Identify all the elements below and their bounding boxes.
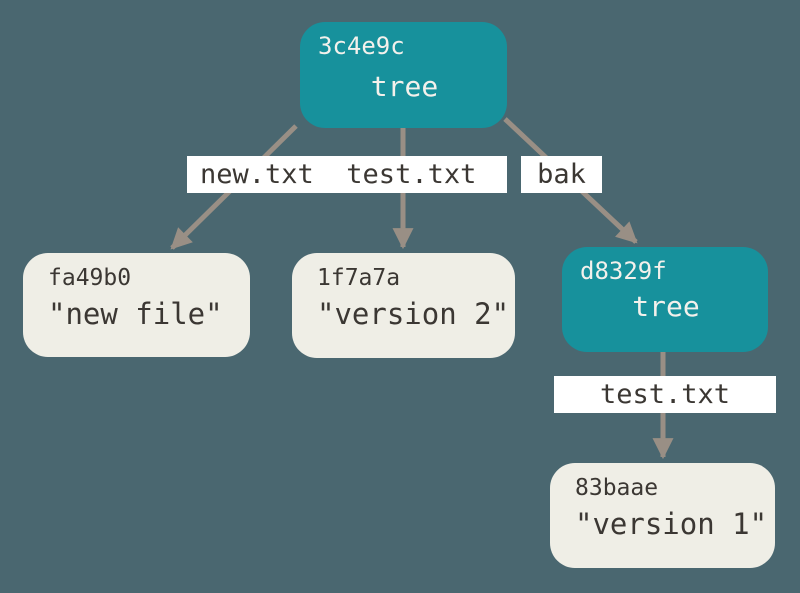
edge-label-bak: bak [521,156,602,193]
node-hash: fa49b0 [48,265,132,291]
node-blob-version-2: 1f7a7a "version 2" [292,253,515,358]
edge-label-text: bak [537,159,586,190]
node-blob-version-1: 83baae "version 1" [550,463,775,568]
node-sub-tree: d8329f tree [562,247,768,352]
edge-label-text: new.txt test.txt [200,159,477,190]
node-root-tree: 3c4e9c tree [300,22,507,128]
node-hash: 1f7a7a [317,265,401,291]
node-content-label: "version 1" [575,506,768,541]
node-hash: 3c4e9c [318,32,405,60]
node-type-label: tree [370,69,439,103]
edge-label-test-txt: test.txt [554,376,776,413]
node-hash: d8329f [580,257,667,285]
node-content-label: "new file" [48,296,223,331]
edge-label-text: test.txt [599,379,731,410]
node-content-label: "version 2" [317,296,510,331]
node-blob-new-file: fa49b0 "new file" [23,253,250,357]
edge-label-root-files: new.txt test.txt [187,156,507,193]
node-hash: 83baae [575,475,659,501]
node-type-label: tree [632,289,700,323]
